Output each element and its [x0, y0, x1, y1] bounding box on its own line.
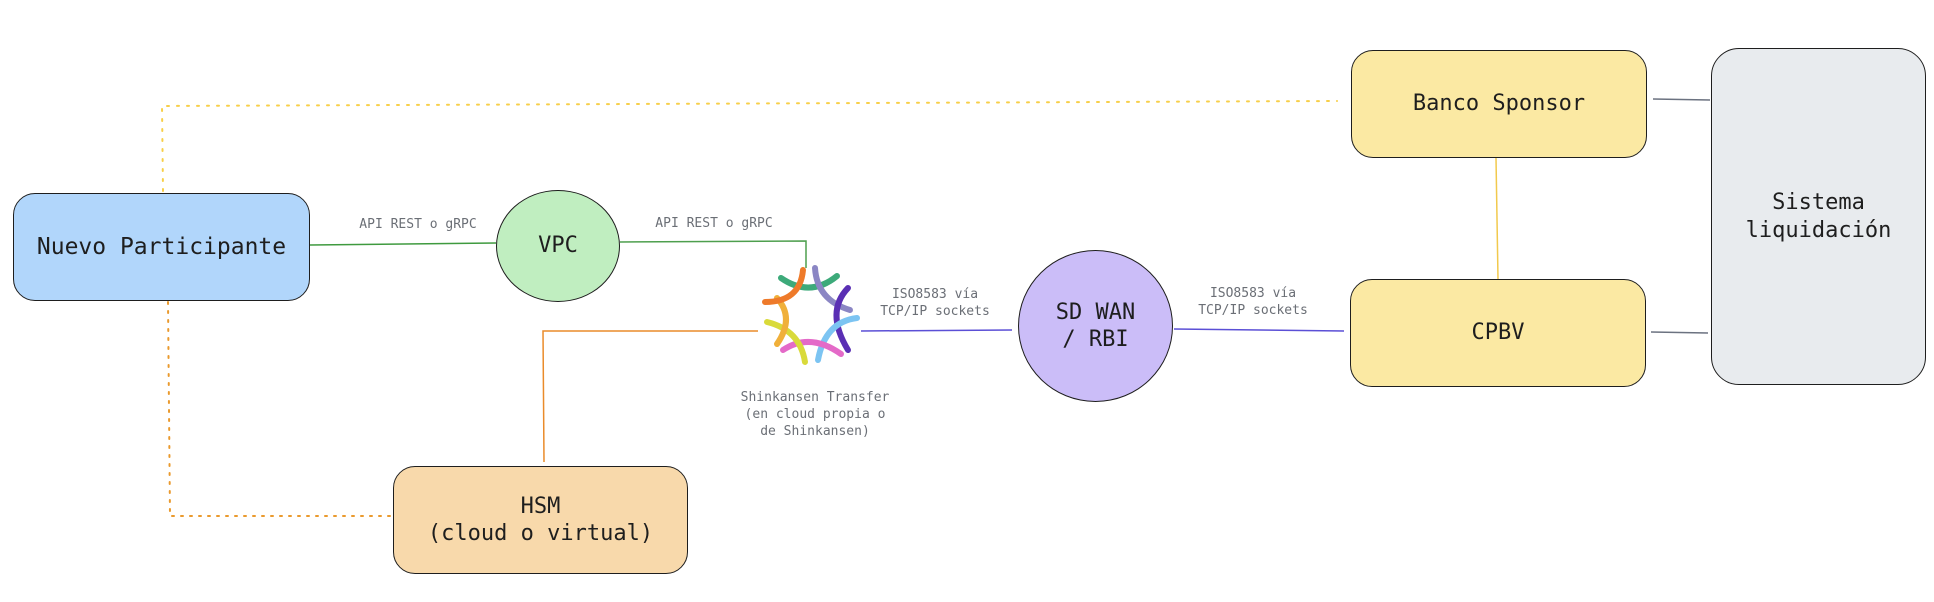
edge-banco-sistema[interactable]	[1652, 98, 1711, 101]
edge-shinkansen-sdwan[interactable]	[860, 329, 1013, 332]
node-sistema-liquidacion[interactable]: Sistema liquidación	[1711, 48, 1926, 385]
node-banco-sponsor[interactable]: Banco Sponsor	[1351, 50, 1647, 158]
edge-nuevo-vpc[interactable]	[309, 242, 497, 246]
edge-vpc-shinkansen[interactable]	[619, 240, 807, 268]
edge-sdwan-cpbv[interactable]	[1173, 328, 1345, 332]
node-sd-wan[interactable]: SD WAN / RBI	[1018, 250, 1173, 402]
edge-label-iso8583-1: ISO8583 vía TCP/IP sockets	[880, 287, 990, 319]
edge-label-api-rest-2: API REST o gRPC	[655, 216, 773, 231]
node-vpc[interactable]: VPC	[496, 190, 620, 302]
shinkansen-logo-icon[interactable]	[755, 262, 865, 367]
node-hsm[interactable]: HSM (cloud o virtual)	[393, 466, 688, 574]
edge-cpbv-sistema[interactable]	[1650, 331, 1709, 334]
edge-nuevo-hsm[interactable]	[167, 301, 391, 517]
edge-shinkansen-hsm[interactable]	[542, 330, 758, 463]
edge-label-iso8583-2: ISO8583 vía TCP/IP sockets	[1198, 286, 1308, 318]
node-nuevo-participante[interactable]: Nuevo Participante	[13, 193, 310, 301]
edge-label-api-rest-1: API REST o gRPC	[359, 217, 477, 232]
node-cpbv[interactable]: CPBV	[1350, 279, 1646, 387]
edge-nuevo-banco[interactable]	[160, 100, 1338, 192]
edge-banco-cpbv[interactable]	[1495, 157, 1499, 280]
node-shinkansen-label: Shinkansen Transfer (en cloud propia o d…	[740, 390, 890, 439]
